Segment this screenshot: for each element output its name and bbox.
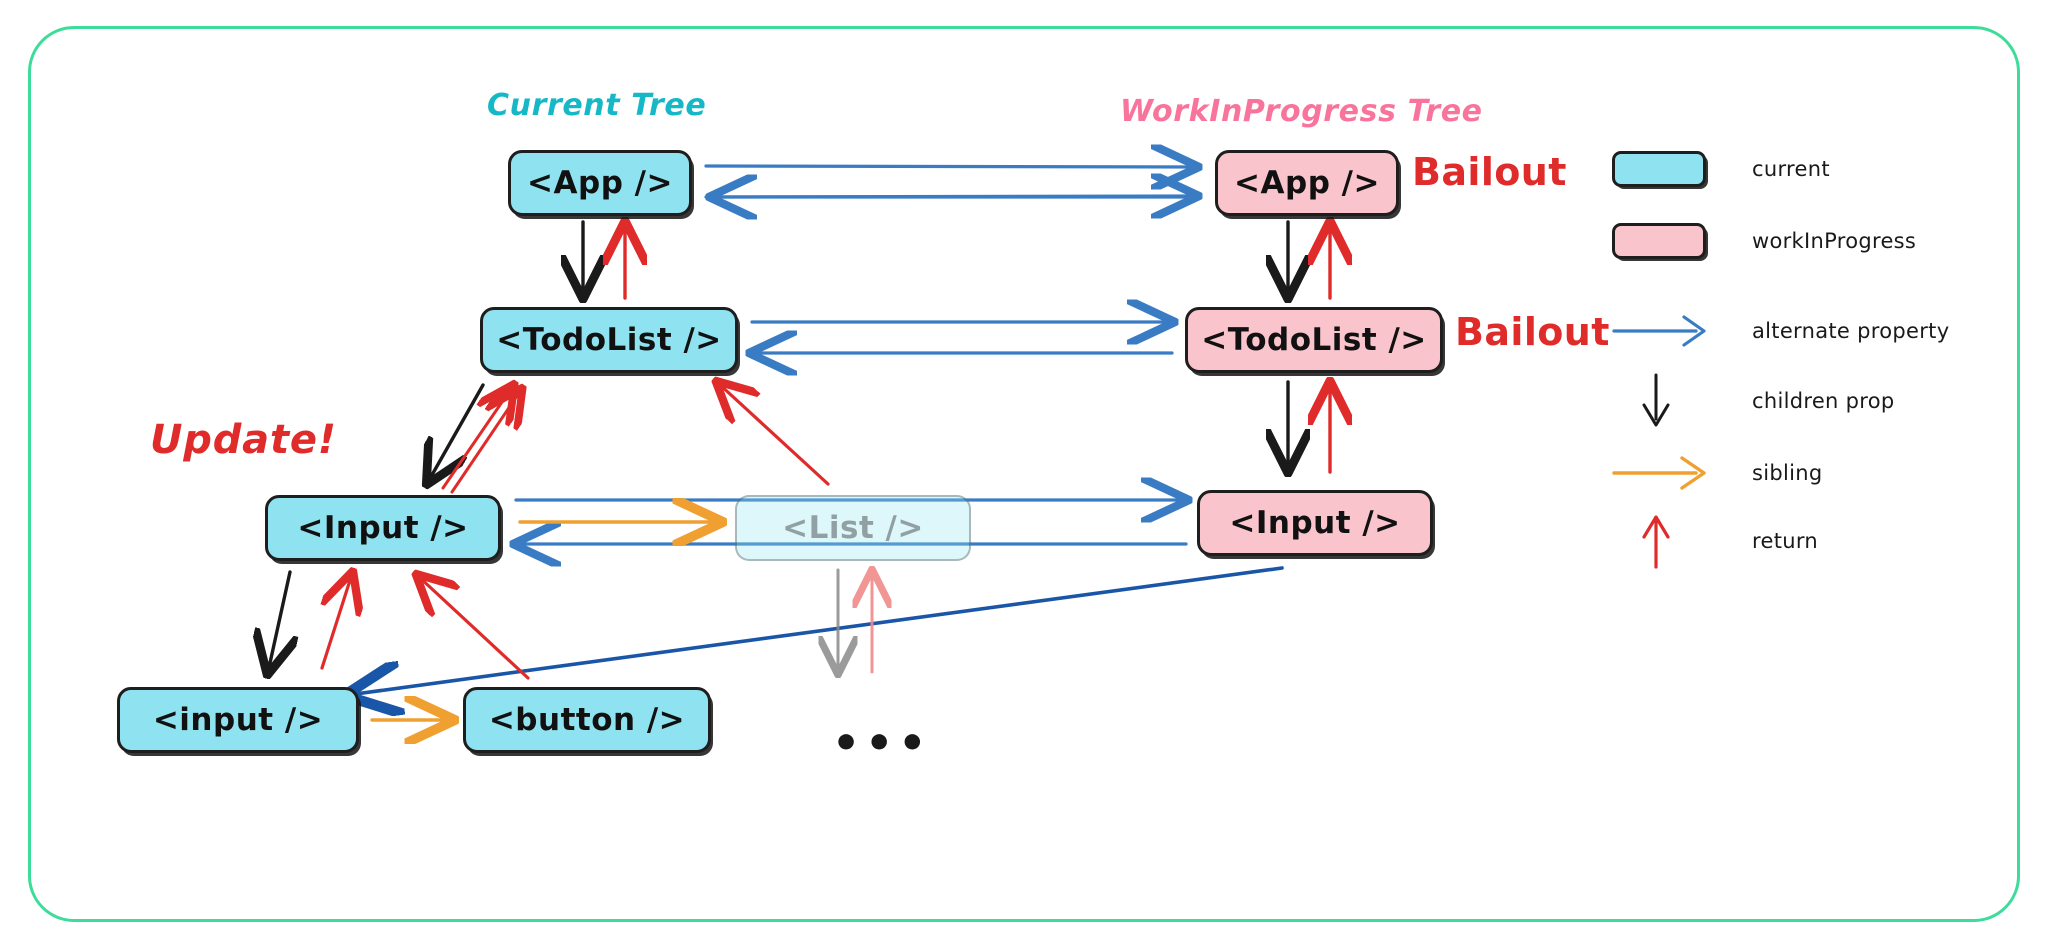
legend-key-alternate-property — [1612, 303, 1722, 359]
node-current-list-ghost[interactable]: <List /> — [735, 495, 971, 561]
workinprogress-swatch-icon — [1612, 223, 1706, 259]
alternate-link-app — [704, 166, 1196, 197]
update-label: Update! — [150, 417, 337, 463]
sibling-arrow-icon — [1612, 456, 1706, 490]
legend-key-workinprogress — [1612, 213, 1722, 269]
return-link-list-todolist — [718, 383, 830, 486]
return-link-button-input — [418, 576, 530, 680]
return-link-input-todolist — [441, 386, 521, 494]
children-link-input-dom — [268, 570, 290, 672]
node-wip-todolist[interactable]: <TodoList /> — [1185, 307, 1443, 373]
legend-item-current: current — [1612, 140, 2012, 198]
alternate-link-todolist — [752, 322, 1172, 353]
workinprogress-tree-title: WorkInProgress Tree — [1120, 94, 1483, 129]
legend-item-alternate-property: alternate property — [1612, 302, 2012, 360]
alternate-arrow-icon — [1612, 315, 1706, 347]
node-current-input[interactable]: <Input /> — [265, 495, 501, 561]
node-current-input-dom[interactable]: <input /> — [117, 687, 359, 753]
legend: current workInProgress alternate propert… — [1612, 140, 2012, 570]
children-link-todolist-input — [428, 383, 485, 482]
node-wip-app[interactable]: <App /> — [1215, 150, 1399, 216]
current-swatch-icon — [1612, 151, 1706, 187]
children-arrow-icon — [1642, 373, 1670, 427]
legend-label-workinprogress: workInProgress — [1752, 229, 1917, 253]
node-current-button[interactable]: <button /> — [463, 687, 711, 753]
node-current-app[interactable]: <App /> — [508, 150, 692, 216]
bailout-label-app: Bailout — [1412, 150, 1567, 194]
legend-label-children-prop: children prop — [1752, 389, 1895, 413]
legend-label-current: current — [1752, 157, 1830, 181]
ellipsis-label: ••• — [832, 718, 932, 769]
legend-key-sibling — [1612, 445, 1722, 501]
current-tree-title: Current Tree — [487, 88, 707, 123]
node-wip-input[interactable]: <Input /> — [1197, 490, 1433, 556]
node-current-todolist[interactable]: <TodoList /> — [480, 307, 738, 373]
legend-item-sibling: sibling — [1612, 444, 2012, 502]
legend-key-children-prop — [1612, 373, 1722, 429]
legend-label-return: return — [1752, 529, 1819, 553]
legend-key-return — [1612, 513, 1722, 569]
alternate-link-input — [516, 500, 1186, 544]
legend-item-children-prop: children prop — [1612, 372, 2012, 430]
legend-item-return: return — [1612, 512, 2012, 570]
legend-key-current — [1612, 141, 1722, 197]
bailout-label-todolist: Bailout — [1455, 310, 1610, 354]
return-arrow-icon — [1642, 515, 1670, 569]
return-link-dom-input — [320, 574, 352, 670]
legend-item-workinprogress: workInProgress — [1612, 212, 2012, 270]
legend-label-sibling: sibling — [1752, 461, 1823, 485]
legend-label-alternate-property: alternate property — [1752, 319, 1950, 343]
alternate-link-diagonal — [348, 566, 1284, 695]
